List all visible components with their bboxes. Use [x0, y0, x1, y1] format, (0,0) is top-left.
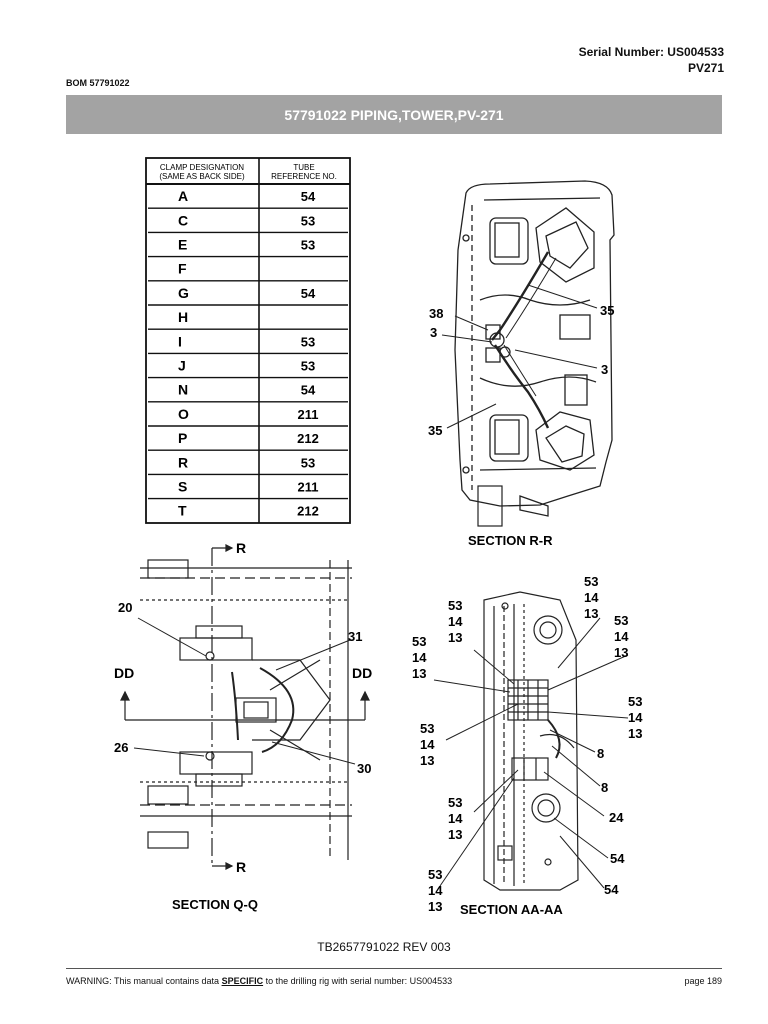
clamp-col-header-2a: TUBE [293, 163, 314, 172]
callout-26: 26 [114, 740, 128, 755]
callout-stack-left-5-2: 13 [428, 899, 442, 914]
clamp-designation: H [178, 309, 188, 325]
callout-stack-left-5-1: 14 [428, 883, 443, 898]
callout-stack-left-4-0: 53 [448, 795, 462, 810]
clamp-designation: S [178, 479, 187, 495]
section-aa-callout-stacks: 5314135314135314135314135314135314135314… [412, 574, 643, 914]
callout-stack-left-3-0: 53 [420, 721, 434, 736]
clamp-col-header-1b: (SAME AS BACK SIDE) [159, 172, 245, 181]
clamp-designation: R [178, 454, 188, 470]
section-aa-drawing [483, 591, 579, 891]
callout-35-lower: 35 [428, 423, 442, 438]
callout-stack-right-2-2: 13 [628, 726, 642, 741]
clamp-designation: A [178, 188, 188, 204]
tube-reference: 211 [298, 407, 319, 422]
tube-reference: 53 [301, 334, 315, 349]
callout-3-upper: 3 [430, 325, 437, 340]
serial-number: Serial Number: US004533 [578, 45, 724, 59]
clamp-col-header-2b: REFERENCE NO. [271, 172, 337, 181]
serial-block: Serial Number: US004533 PV271 [579, 44, 724, 76]
callout-stack-left-4-1: 14 [448, 811, 463, 826]
callout-stack-left-1-2: 13 [448, 630, 462, 645]
clamp-col-header-1a: CLAMP DESIGNATION [160, 163, 244, 172]
tube-reference: 54 [301, 189, 316, 204]
section-qq-r-bottom: R [236, 859, 246, 875]
title-banner: 57791022 PIPING,TOWER,PV-271 [66, 95, 722, 134]
callout-24: 24 [609, 810, 624, 825]
tube-reference: 53 [301, 238, 315, 253]
callout-stack-right-1-0: 53 [614, 613, 628, 628]
section-qq-r-top: R [236, 540, 246, 556]
section-qq-drawing [120, 544, 370, 870]
section-aa-title: SECTION AA-AA [460, 902, 563, 917]
warning-suffix: to the drilling rig with serial number: … [263, 976, 453, 986]
clamp-designation: F [178, 261, 187, 277]
clamp-designation: E [178, 237, 187, 253]
callout-stack-left-3-1: 14 [420, 737, 435, 752]
callout-30: 30 [357, 761, 371, 776]
tube-reference: 53 [301, 213, 315, 228]
clamp-designation: J [178, 358, 186, 374]
tube-reference: 54 [301, 286, 316, 301]
document-reference: TB2657791022 REV 003 [317, 940, 451, 954]
page-number: page 189 [684, 976, 722, 986]
callout-stack-top-right-0: 53 [584, 574, 598, 589]
callout-31: 31 [348, 629, 362, 644]
callout-stack-top-right-2: 13 [584, 606, 598, 621]
callout-stack-left-1-1: 14 [448, 614, 463, 629]
section-aa-leaders [433, 617, 629, 889]
callout-3-lower: 3 [601, 362, 608, 377]
callout-38: 38 [429, 306, 443, 321]
bom-number: BOM 57791022 [66, 78, 130, 88]
callout-stack-left-2-1: 14 [412, 650, 427, 665]
clamp-designation: P [178, 430, 187, 446]
callout-stack-left-5-0: 53 [428, 867, 442, 882]
warning-specific: SPECIFIC [221, 976, 264, 986]
section-qq-dd-right: DD [352, 665, 372, 681]
section-rr-drawing [454, 180, 615, 527]
clamp-designation: I [178, 333, 182, 349]
tube-reference: 211 [298, 480, 319, 495]
footer-warning: WARNING: This manual contains data SPECI… [66, 976, 452, 986]
section-qq-dd-left: DD [114, 665, 134, 681]
callout-stack-top-right-1: 14 [584, 590, 599, 605]
section-rr-title: SECTION R-R [468, 533, 553, 548]
callout-stack-left-2-2: 13 [412, 666, 426, 681]
callout-stack-right-2-1: 14 [628, 710, 643, 725]
model-number: PV271 [687, 61, 724, 75]
callout-8-lower: 8 [601, 780, 608, 795]
banner-title: 57791022 PIPING,TOWER,PV-271 [284, 106, 504, 123]
callout-35-upper: 35 [600, 303, 614, 318]
callout-stack-right-1-2: 13 [614, 645, 628, 660]
footer-divider [66, 968, 722, 969]
clamp-designation: O [178, 406, 189, 422]
callout-54-upper: 54 [610, 851, 625, 866]
clamp-designation: G [178, 285, 189, 301]
clamp-designation: C [178, 212, 188, 228]
callout-8-upper: 8 [597, 746, 604, 761]
clamp-designation: T [178, 503, 187, 519]
tube-reference: 212 [297, 431, 319, 446]
callout-stack-left-4-2: 13 [448, 827, 462, 842]
clamp-table [145, 157, 351, 524]
clamp-designation: N [178, 382, 188, 398]
callout-stack-left-3-2: 13 [420, 753, 434, 768]
callout-stack-left-1-0: 53 [448, 598, 462, 613]
callout-20: 20 [118, 600, 132, 615]
callout-54-lower: 54 [604, 882, 619, 897]
tube-reference: 54 [301, 383, 316, 398]
warning-prefix: WARNING: This manual contains data [66, 976, 222, 986]
callout-stack-left-2-0: 53 [412, 634, 426, 649]
tube-reference: 53 [301, 359, 315, 374]
section-qq-title: SECTION Q-Q [172, 897, 258, 912]
callout-stack-right-1-1: 14 [614, 629, 629, 644]
tube-reference: 212 [297, 504, 319, 519]
tube-reference: 53 [301, 455, 315, 470]
callout-stack-right-2-0: 53 [628, 694, 642, 709]
section-rr-leaders [441, 284, 598, 429]
